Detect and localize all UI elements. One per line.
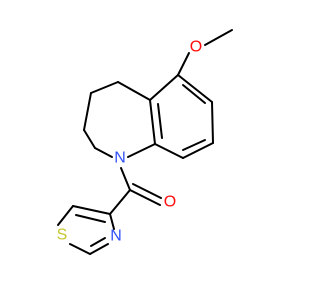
atom-oxygen-carbonyl: O — [164, 194, 176, 211]
bond-c7-c8 — [211, 101, 214, 144]
bond-n1-c9a — [127, 143, 156, 158]
atom-label-n-azepine: N — [114, 150, 126, 167]
bond-c5thz-s — [57, 205, 74, 226]
bond-c2thz-n — [89, 243, 109, 255]
atom-label-n-thiazole: N — [110, 228, 122, 245]
bond-n-c4thz — [109, 213, 115, 230]
bond-c3-c2 — [83, 129, 96, 149]
bond-c9a-c6a — [149, 99, 156, 145]
bond-methyl-oxygen — [204, 29, 233, 46]
structure-drawing: O N O S N — [57, 29, 233, 255]
atom-label-o-methoxy: O — [190, 39, 202, 56]
bond-c5-c4 — [90, 81, 119, 94]
molecule-canvas: O N O S N — [57, 29, 233, 255]
bond-carbonyl-double-b — [132, 183, 162, 199]
atom-sulfur-thiazole: S — [57, 227, 68, 244]
bond-carbonyl-double-a — [129, 189, 161, 206]
atom-label-o-carbonyl: O — [164, 194, 176, 211]
bond-c6a-c5 — [117, 81, 151, 101]
bond-s-c2thz — [69, 243, 91, 255]
bond-c2-n1 — [94, 147, 113, 158]
bond-n1-carbonyl — [120, 167, 131, 191]
bond-c4thz-c5thz-inner — [75, 214, 106, 223]
bond-c4thz-c5thz — [72, 205, 111, 215]
bond-oxygen-aryl — [177, 52, 190, 76]
bond-c4-c3 — [83, 92, 92, 131]
atom-oxygen-methoxy: O — [190, 39, 202, 56]
bond-c6-c7-inner — [182, 84, 206, 104]
atom-label-s-thiazole: S — [57, 227, 68, 244]
bond-c8-c9-inner — [182, 139, 206, 151]
atom-nitrogen-azepine: N — [114, 150, 126, 167]
bond-c9a-c6a-inner — [157, 103, 163, 139]
bond-c6-c7 — [177, 74, 213, 103]
bond-c6-c6a — [149, 74, 179, 101]
bond-c9-c9a — [154, 143, 184, 159]
bond-c2thz-n-inner — [90, 237, 106, 247]
bond-carbonyl-c4thz — [109, 189, 131, 215]
atom-nitrogen-thiazole: N — [110, 228, 122, 245]
bond-c8-c9 — [182, 142, 214, 159]
